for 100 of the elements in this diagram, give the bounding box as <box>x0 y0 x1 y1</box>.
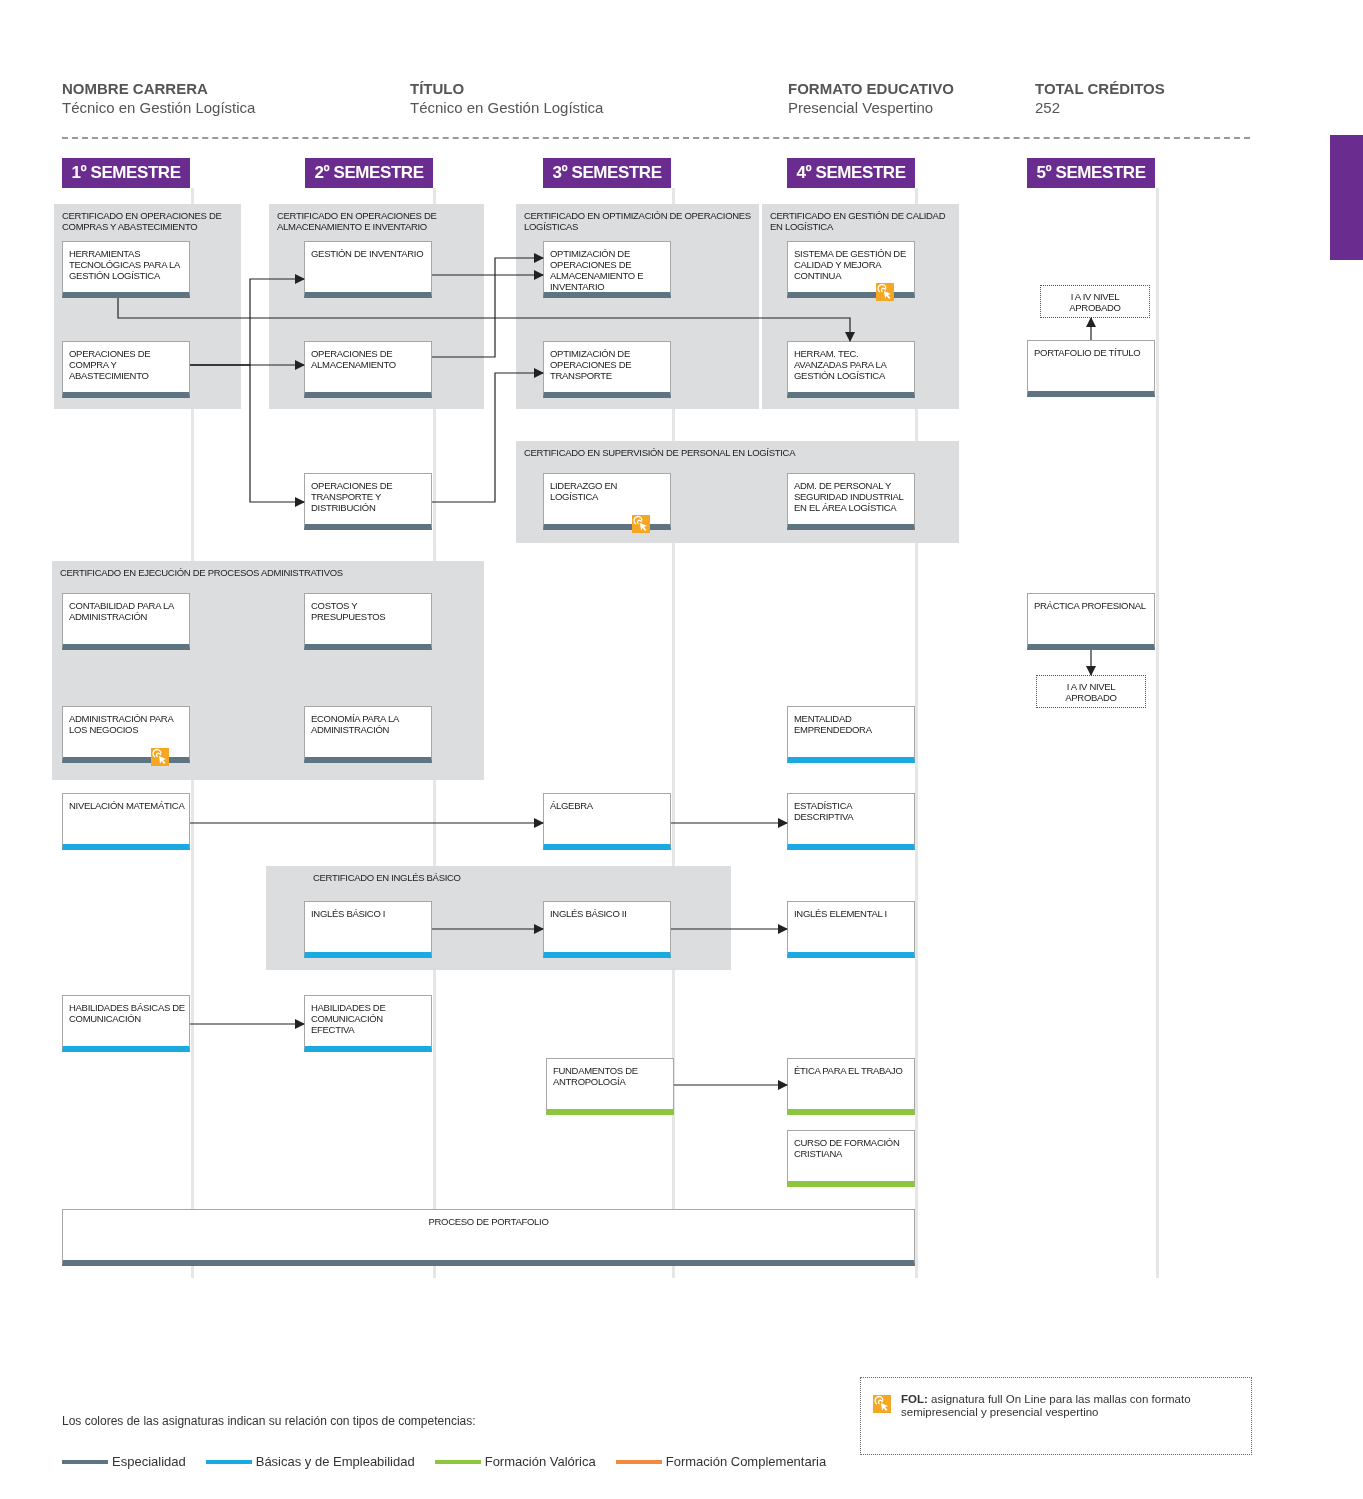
requirement-note: I A IV NIVEL APROBADO <box>1040 285 1150 318</box>
course-title: NIVELACIÓN MATEMÁTICA <box>69 800 186 811</box>
course-title: ÁLGEBRA <box>550 800 594 811</box>
course-card <box>787 341 915 398</box>
course-title: OPTIMIZACIÓN DE OPERACIONES DE TRANSPORTE <box>550 348 633 381</box>
course-card <box>62 341 190 398</box>
course-card <box>304 341 432 398</box>
semester-header: 2º SEMESTRE <box>305 158 433 188</box>
certificate-panel <box>52 561 484 780</box>
course-title: PORTAFOLIO DE TÍTULO <box>1034 347 1142 358</box>
course-title: OPERACIONES DE COMPRA Y ABASTECIMIENTO <box>69 348 152 381</box>
course-card <box>543 901 671 958</box>
semester-header: 3º SEMESTRE <box>543 158 671 188</box>
legend-label: Especialidad <box>112 1453 186 1471</box>
panel-title: CERTIFICADO EN GESTIÓN DE CALIDAD EN LOGÍSTICA <box>770 210 947 232</box>
course-title: ÉTICA PARA EL TRABAJO <box>794 1065 904 1076</box>
panel-title: CERTIFICADO EN EJECUCIÓN DE PROCESOS ADMINISTRATIVOS <box>60 567 344 578</box>
course-title: SISTEMA DE GESTIÓN DE CALIDAD Y MEJORA CONTINUA <box>794 248 907 281</box>
field-value: Técnico en Gestión Logística <box>410 99 604 117</box>
arrow <box>670 818 788 828</box>
course-card <box>62 1209 915 1266</box>
course-card <box>543 241 671 298</box>
course-title: COSTOS Y PRESUPUESTOS <box>311 600 387 622</box>
course-title: FUNDAMENTOS DE ANTROPOLOGÍA <box>553 1065 639 1087</box>
field-value: 252 <box>1035 99 1061 117</box>
panel-title: CERTIFICADO EN OPTIMIZACIÓN DE OPERACIONES LOGÍSTICAS <box>524 210 752 232</box>
course-card <box>304 901 432 958</box>
arrow <box>1086 317 1096 341</box>
semester-header: 1º SEMESTRE <box>62 158 190 188</box>
course-title: HABILIDADES DE COMUNICACIÓN EFECTIVA <box>311 1002 387 1035</box>
course-card <box>1027 340 1155 397</box>
legend-label: Formación Valórica <box>484 1453 596 1471</box>
course-title: OPERACIONES DE TRANSPORTE Y DISTRIBUCIÓN <box>311 480 394 513</box>
field-heading: TÍTULO <box>410 80 465 98</box>
course-title: ESTADÍSTICA DESCRIPTIVA <box>794 800 855 822</box>
course-title: MENTALIDAD EMPRENDEDORA <box>794 713 873 735</box>
course-title: HERRAM. TEC. AVANZADAS PARA LA GESTIÓN LOGÍSTICA <box>794 348 888 381</box>
course-card <box>543 793 671 850</box>
course-title: ECONOMÍA PARA LA ADMINISTRACIÓN <box>311 713 400 735</box>
field-heading: FORMATO EDUCATIVO <box>788 80 954 98</box>
course-card <box>543 341 671 398</box>
legend-intro: Los colores de las asignaturas indican su relación con tipos de competencias: <box>62 1413 476 1430</box>
arrow <box>670 924 788 934</box>
arrow <box>431 270 544 280</box>
semester-header: 4º SEMESTRE <box>787 158 915 188</box>
panel-title: CERTIFICADO EN OPERACIONES DE ALMACENAMIENTO E INVENTARIO <box>277 210 438 232</box>
arrow <box>431 253 544 358</box>
course-title: PRÁCTICA PROFESIONAL <box>1034 600 1147 611</box>
legend-label: Básicas y de Empleabilidad <box>255 1453 415 1471</box>
panel-title: CERTIFICADO EN SUPERVISIÓN DE PERSONAL EN LOGÍSTICA <box>524 447 797 458</box>
arrow <box>117 297 855 342</box>
field-heading: TOTAL CRÉDITOS <box>1035 80 1165 98</box>
course-title: INGLÉS BÁSICO I <box>311 908 387 919</box>
arrow <box>431 368 544 503</box>
course-card <box>546 1058 674 1115</box>
course-card <box>62 593 190 650</box>
arrow <box>1086 649 1096 676</box>
panel-title: CERTIFICADO EN OPERACIONES DE COMPRAS Y ABASTECIMIENTO <box>62 210 223 232</box>
course-card <box>787 706 915 763</box>
arrow <box>189 364 305 507</box>
arrow <box>673 1080 788 1090</box>
course-card <box>787 1058 915 1115</box>
course-card <box>543 473 671 530</box>
legend-label: Formación Complementaria <box>665 1453 827 1471</box>
course-title: HERRAMIENTAS TECNOLÓGICAS PARA LA GESTIÓN LOGÍSTICA <box>69 248 181 281</box>
course-card <box>304 706 432 763</box>
arrow <box>189 1019 305 1029</box>
field-value: Presencial Vespertino <box>788 99 934 117</box>
course-card <box>787 473 915 530</box>
course-title: ADMINISTRACIÓN PARA LOS NEGOCIOS <box>69 713 175 735</box>
course-card <box>787 241 915 298</box>
certificate-panel <box>762 204 959 409</box>
course-card <box>787 793 915 850</box>
course-title: ADM. DE PERSONAL Y SEGURIDAD INDUSTRIAL EN EL ÁREA LOGÍSTICA <box>794 480 905 513</box>
arrow <box>189 818 544 828</box>
course-card <box>787 901 915 958</box>
course-title: OPTIMIZACIÓN DE OPERACIONES DE ALMACENAMIENTO E INVENTARIO <box>550 248 645 292</box>
course-title: LIDERAZGO EN LOGÍSTICA <box>550 480 619 502</box>
course-title: INGLÉS BÁSICO II <box>550 908 628 919</box>
arrow <box>431 924 544 934</box>
side-tab <box>1330 135 1363 260</box>
course-title: OPERACIONES DE ALMACENAMIENTO <box>311 348 397 370</box>
field-heading: NOMBRE CARRERA <box>62 80 208 98</box>
course-card <box>787 1130 915 1187</box>
course-title: CURSO DE FORMACIÓN CRISTIANA <box>794 1137 901 1159</box>
requirement-note: I A IV NIVEL APROBADO <box>1036 675 1146 708</box>
note-text: FOL: asignatura full On Line para las mallas con formato semipresencial y presencial vespertino <box>901 1393 1192 1419</box>
semester-header: 5º SEMESTRE <box>1027 158 1155 188</box>
course-card <box>304 241 432 298</box>
course-card <box>62 793 190 850</box>
course-card <box>1027 593 1155 650</box>
course-title: INGLÉS ELEMENTAL I <box>794 908 888 919</box>
certificate-panel <box>516 204 759 409</box>
course-card <box>62 241 190 298</box>
certificate-panel <box>516 441 959 543</box>
course-card <box>304 473 432 530</box>
course-title: CONTABILIDAD PARA LA ADMINISTRACIÓN <box>69 600 175 622</box>
panel-title: CERTIFICADO EN INGLÉS BÁSICO <box>313 872 462 883</box>
course-card <box>62 706 190 763</box>
course-title: PROCESO DE PORTAFOLIO <box>427 1216 550 1227</box>
